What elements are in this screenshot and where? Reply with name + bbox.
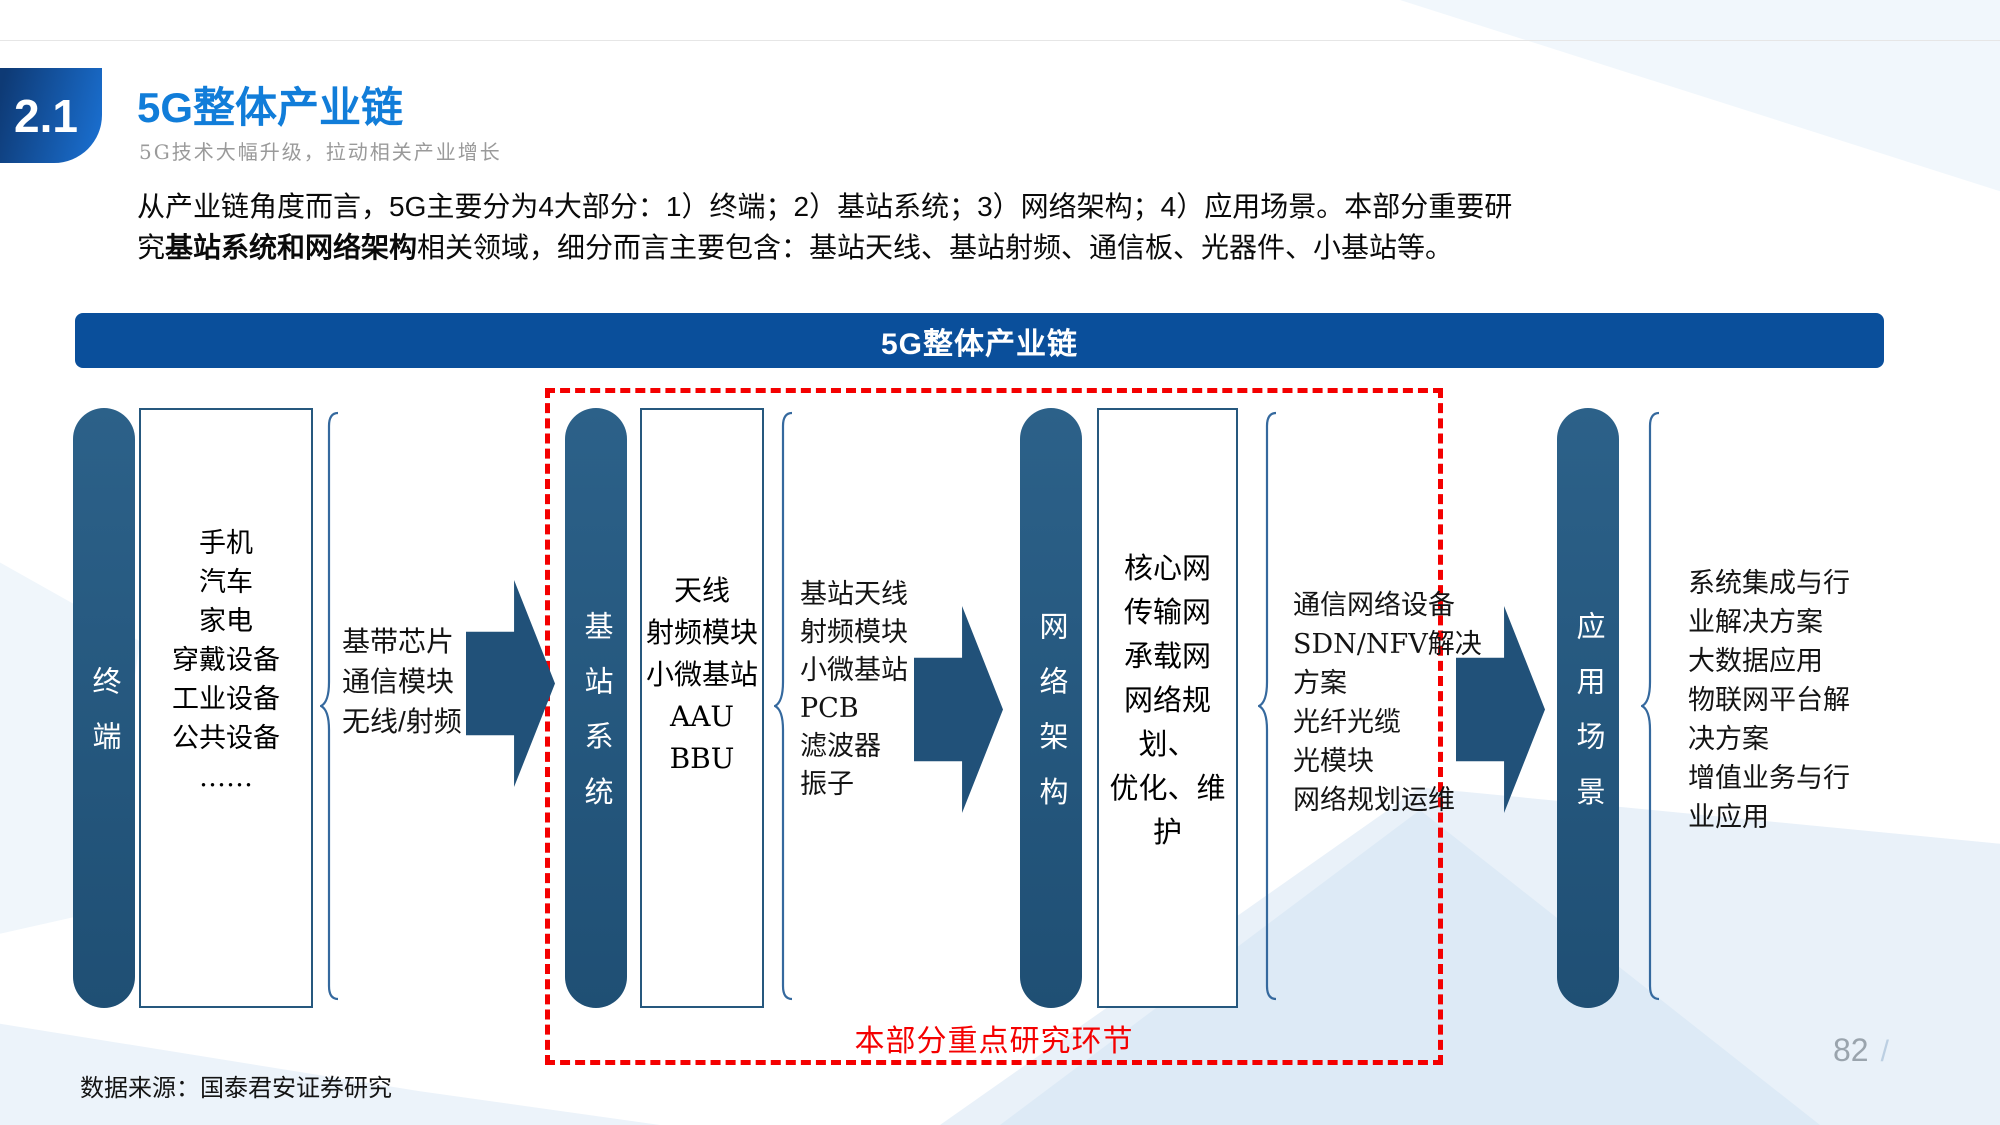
page-number-separator: / [1880, 1035, 1889, 1068]
left-brace-shape-2 [774, 411, 793, 1001]
annotation-base-station: 基站天线 射频模块 小微基站 PCB 滤波器 振子 [800, 579, 908, 800]
section-number: 2.1 [14, 89, 78, 142]
pill-terminal-label: 终端 [88, 665, 120, 777]
annotation-terminal: 基带芯片 通信模块 无线/射频 [342, 626, 462, 737]
annotation-network: 通信网络设备 SDN/NFV解决 方案 光纤光缆 光模块 网络规划运维 [1293, 590, 1482, 816]
intro-line2-bold: 基站系统和网络架构 [165, 232, 418, 263]
page-title: 5G整体产业链 [137, 84, 404, 131]
pill-application-scenario-label: 应用场景 [1572, 610, 1604, 832]
intro-line2-prefix: 究 [137, 232, 166, 263]
box-base-station-items-text: 天线 射频模块 小微基站 AAU BBU [645, 574, 758, 775]
section-number-badge: 2.1 [0, 68, 102, 163]
left-brace-shape-1 [320, 411, 339, 1001]
left-brace-shape-3 [1258, 411, 1277, 1001]
flow-arrow-1 [466, 580, 555, 787]
box-network-items: 核心网 传输网 承载网 网络规划、 优化、维护 [1097, 408, 1238, 1008]
pill-network-architecture: 网络架构 [1020, 408, 1082, 1008]
pill-base-station-system-label: 基站系统 [580, 610, 612, 832]
highlight-label: 本部分重点研究环节 [854, 1025, 1134, 1058]
intro-line2-rest: 相关领域，细分而言主要包含：基站天线、基站射频、通信板、光器件、小基站等。 [417, 232, 1454, 263]
pill-application-scenario: 应用场景 [1557, 408, 1619, 1008]
diagram-banner: 5G整体产业链 [75, 313, 1884, 368]
page-number-value: 82 [1833, 1032, 1869, 1068]
data-source-note: 数据来源：国泰君安证券研究 [80, 1075, 392, 1102]
box-network-items-text: 核心网 传输网 承载网 网络规划、 优化、维护 [1109, 551, 1226, 849]
annotation-application: 系统集成与行 业解决方案 大数据应用 物联网平台解 决方案 增值业务与行 业应用 [1688, 568, 1850, 833]
header-divider-line [0, 40, 2000, 41]
pill-base-station-system: 基站系统 [565, 408, 627, 1008]
intro-paragraph: 从产业链角度而言，5G主要分为4大部分：1）终端；2）基站系统；3）网络架构；4… [137, 186, 1697, 268]
intro-line1: 从产业链角度而言，5G主要分为4大部分：1）终端；2）基站系统；3）网络架构；4… [137, 191, 1513, 222]
box-base-station-items: 天线 射频模块 小微基站 AAU BBU [640, 408, 764, 1008]
box-terminal-items: 手机 汽车 家电 穿戴设备 工业设备 公共设备 …… [139, 408, 313, 1008]
pill-network-architecture-label: 网络架构 [1035, 610, 1067, 832]
page-number: 82 / [1833, 1032, 1889, 1069]
left-brace-shape-4 [1641, 411, 1660, 1001]
page-subtitle: 5G技术大幅升级，拉动相关产业增长 [139, 140, 502, 164]
diagram-banner-title: 5G整体产业链 [880, 327, 1079, 361]
box-terminal-items-text: 手机 汽车 家电 穿戴设备 工业设备 公共设备 …… [172, 527, 280, 793]
highlight-dashed-box [545, 388, 1443, 1065]
pill-terminal: 终端 [73, 408, 135, 1008]
